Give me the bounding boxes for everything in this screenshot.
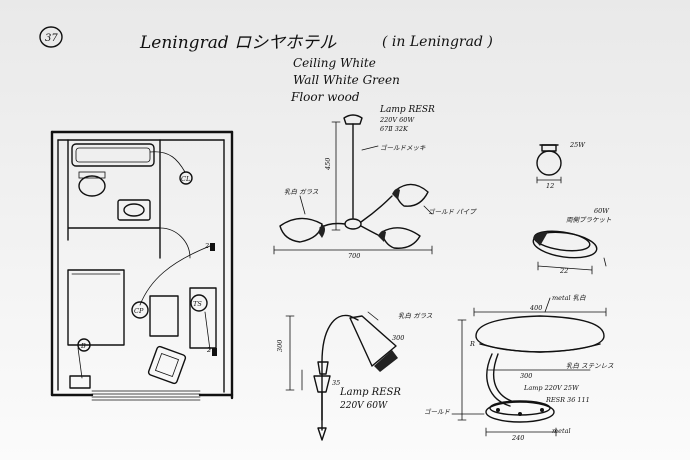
wall-bracket-note2: 両側ブラケット [566, 216, 612, 224]
table-lamp-dim-base: 240 [511, 434, 524, 442]
floor-plan: CL CP TS B 2 2 [50, 130, 234, 401]
table-lamp-gold: ゴールド [424, 408, 451, 416]
plan-socket-1: 2 [204, 242, 209, 250]
wall-bracket-width: 22 [559, 267, 568, 275]
sheet-title: Leningrad ロシヤホテル [139, 33, 337, 53]
finish-floor: Floor wood [290, 90, 360, 104]
wall-bracket-note1: 60W [594, 207, 610, 215]
table-lamp-dim-inner: 300 [520, 372, 532, 380]
ceiling-lamp-drawing: 12 25W [536, 141, 586, 190]
wall-bracket-drawing: 22 60W 両側ブラケット [532, 207, 612, 275]
plan-label-b: B [80, 342, 86, 350]
chandelier-shade-left: 乳白 ガラス [284, 188, 319, 196]
plan-label-cp: CP [134, 307, 144, 315]
table-lamp-shade-note: 乳白 ステンレス [566, 362, 614, 370]
plan-label-cl: CL [181, 175, 190, 183]
wall-lamp-dim4: 300 [392, 334, 404, 342]
plan-socket-2: 2 [206, 346, 211, 354]
table-lamp-drawing: 400 300 240 R metal 乳白 乳白 ステンレス Lamp 220… [424, 294, 614, 442]
wall-lamp-dim2: 35 [332, 379, 340, 387]
wall-lamp-drawing: 300 35 300 乳白 ガラス Lamp RESR 220V 60W [276, 311, 433, 441]
chandelier-height: 450 [324, 158, 332, 171]
wall-lamp-shade: 乳白 ガラス [398, 312, 433, 320]
table-lamp-base: metal [552, 427, 571, 435]
table-lamp-lamp: Lamp 220V 25W [523, 384, 580, 392]
wall-lamp-dim1: 300 [276, 340, 284, 352]
table-lamp-resr: RESR 36 111 [545, 396, 590, 404]
page-number-text: 37 [45, 33, 58, 44]
wall-lamp-lamp: Lamp RESR [339, 387, 401, 398]
page-number: 37 [39, 26, 63, 48]
chandelier-gold: ゴールドメッキ [380, 144, 426, 152]
finish-wall: Wall White Green [293, 73, 400, 87]
chandelier-drawing: 450 700 Lamp RESR 220V 60W 67Ⅱ 32K ゴールドメ… [273, 105, 477, 260]
chandelier-spec2: 67Ⅱ 32K [380, 125, 409, 133]
sheet-subtitle: ( in Leningrad ) [382, 34, 493, 50]
chandelier-width: 700 [348, 252, 360, 260]
chandelier-spec1: 220V 60W [379, 116, 415, 124]
table-lamp-dim-r: R [469, 340, 475, 348]
plan-label-ts: TS [193, 300, 202, 308]
ceiling-lamp-watt: 25W [569, 141, 586, 149]
finish-ceiling: Ceiling White [293, 56, 376, 70]
ceiling-lamp-width: 12 [546, 182, 554, 190]
table-lamp-dim-width: 400 [529, 304, 542, 312]
table-lamp-top-note: metal 乳白 [552, 294, 586, 302]
chandelier-lamp: Lamp RESR [379, 105, 435, 115]
wall-lamp-spec: 220V 60W [339, 401, 388, 411]
chandelier-shade-right: ゴールド パイプ [428, 208, 477, 216]
